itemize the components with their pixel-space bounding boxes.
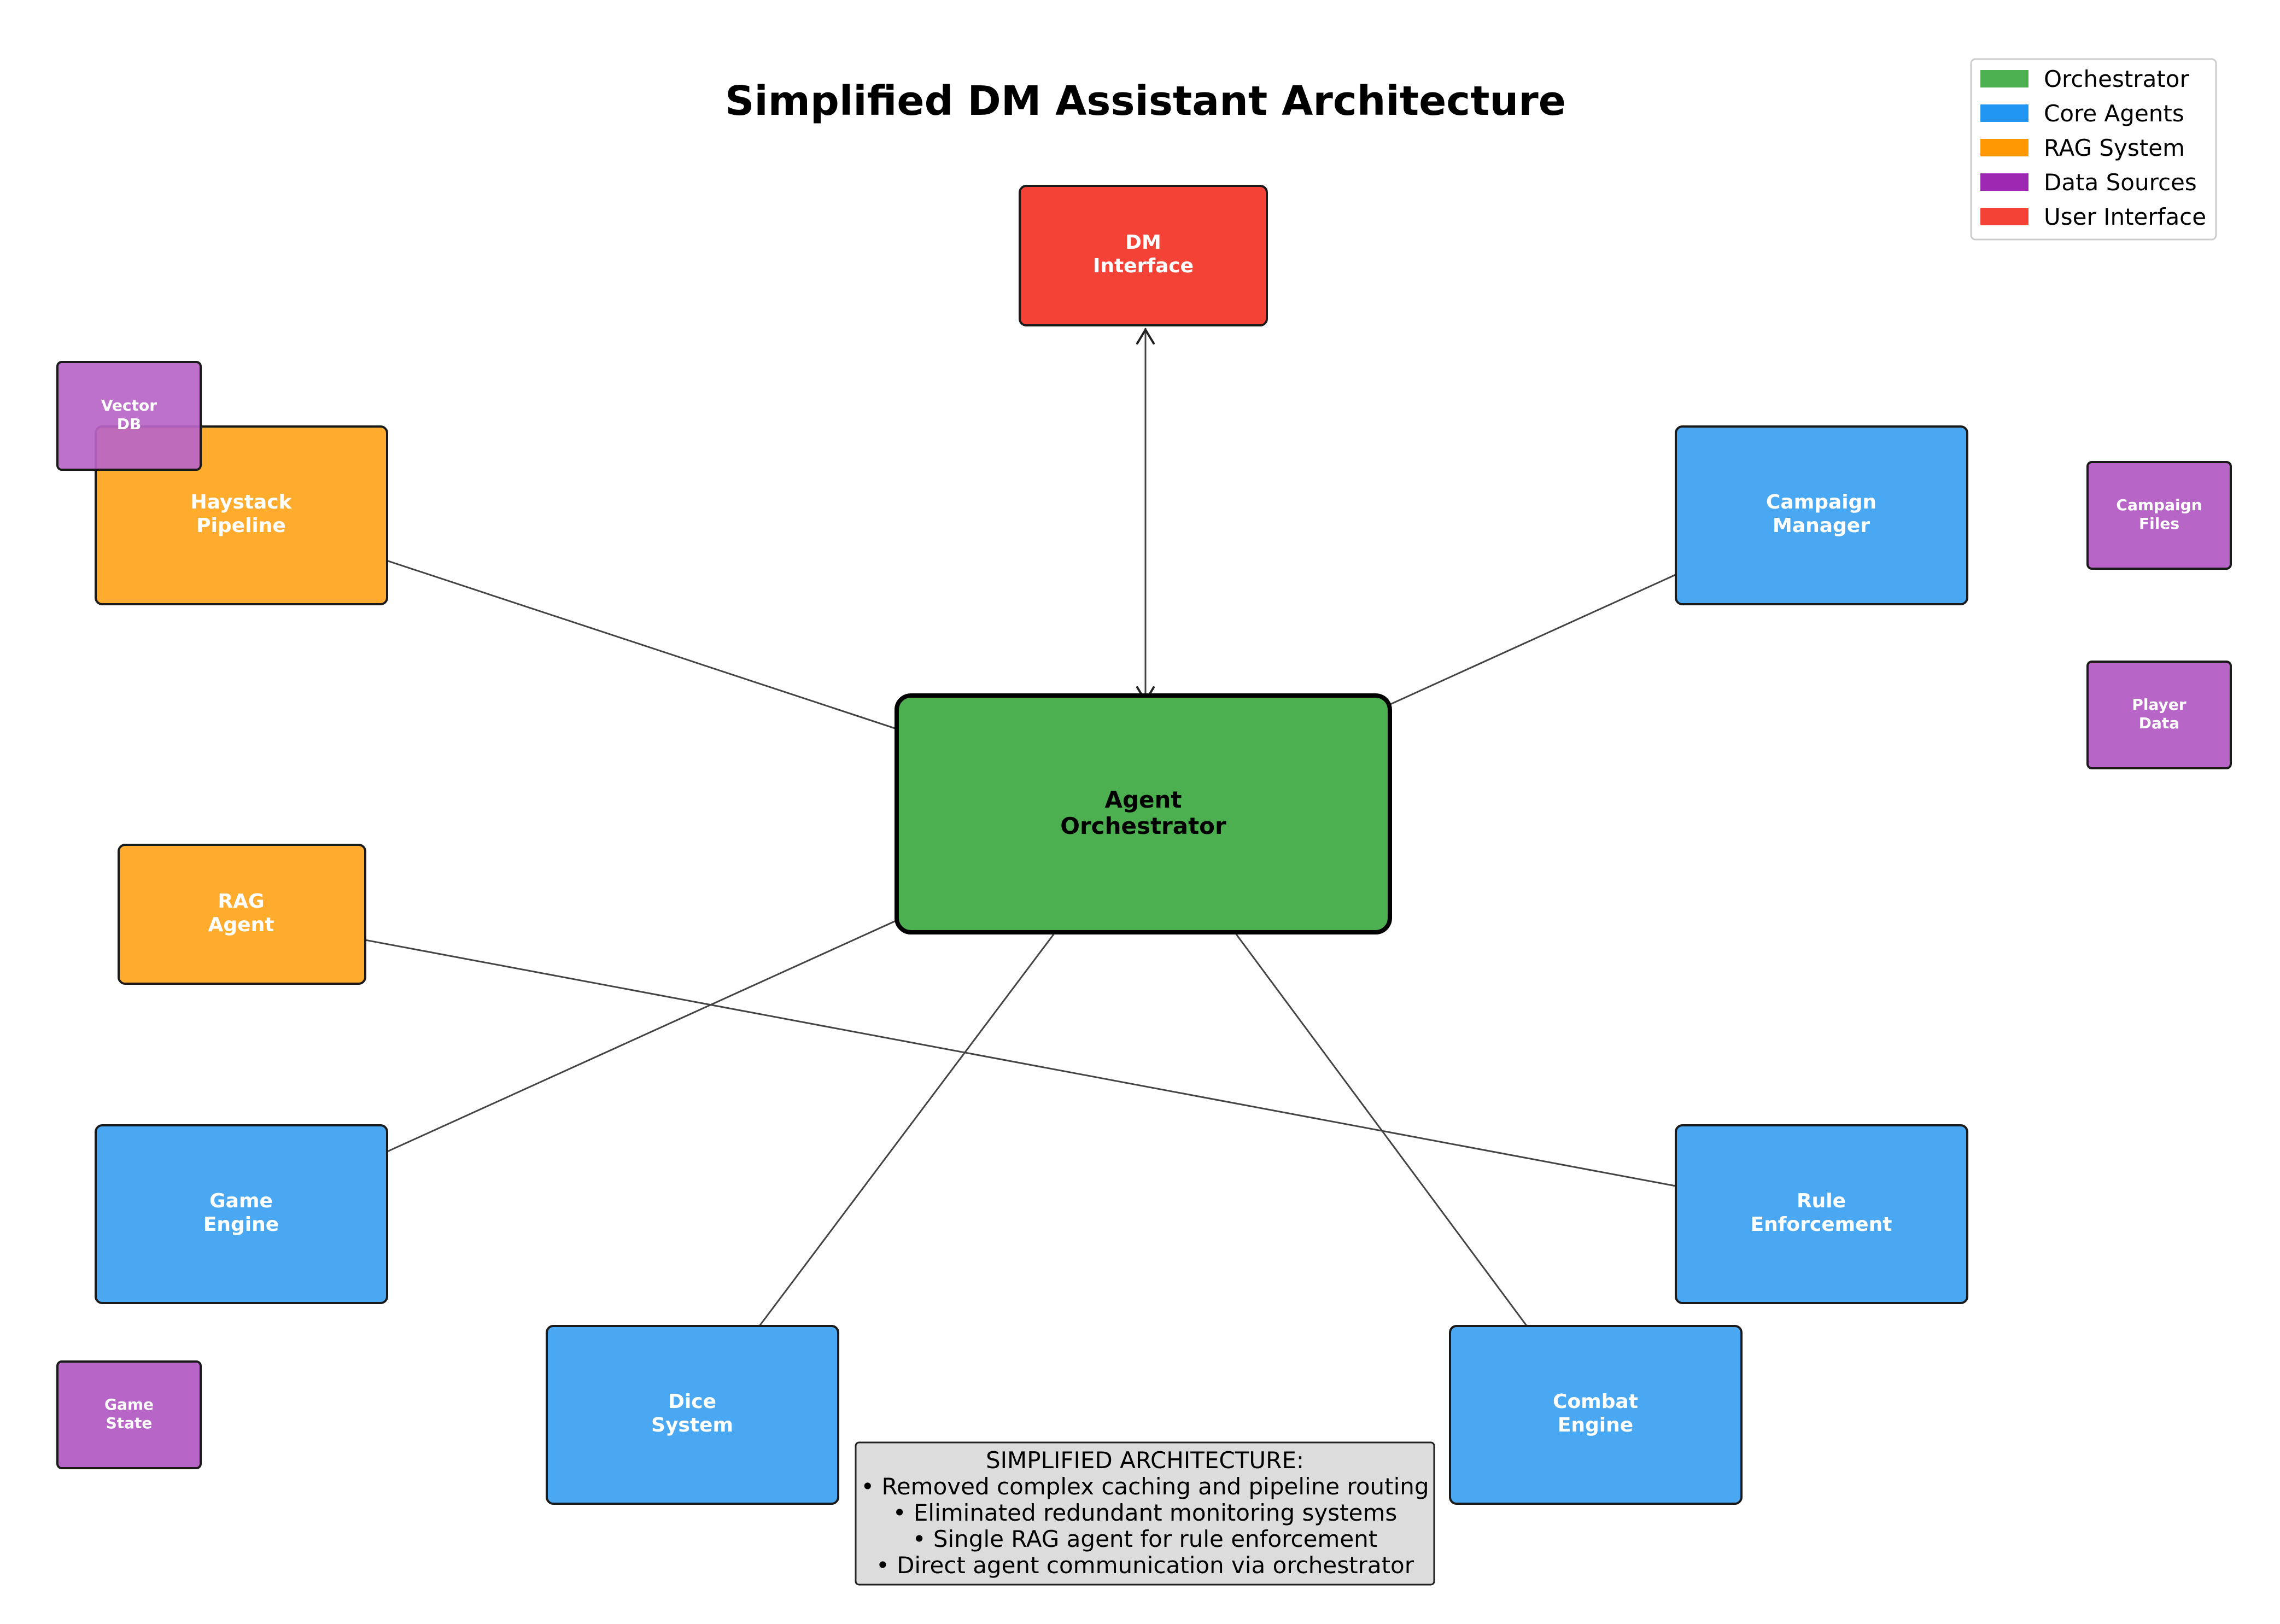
node-label-line: Orchestrator (1060, 813, 1226, 839)
node-label-line: Files (2139, 515, 2179, 533)
node-game-engine: Game Engine (95, 1124, 388, 1304)
legend-swatch (1980, 139, 2028, 156)
legend-label: User Interface (2044, 203, 2206, 230)
node-label-line: Player (2132, 696, 2186, 714)
node-label-line: Campaign (1766, 491, 1876, 513)
legend-swatch (1980, 173, 2028, 191)
node-player-data: Player Data (2086, 661, 2232, 769)
node-campaign-files: Campaign Files (2086, 461, 2232, 570)
node-agent-orchestrator: Agent Orchestrator (895, 693, 1392, 934)
legend-item-rag-system: RAG System (1980, 135, 2185, 161)
legend-label: RAG System (2044, 135, 2185, 161)
node-label-line: DB (117, 415, 142, 433)
legend-item-user-interface: User Interface (1980, 203, 2206, 230)
nodes: DM Interface Agent Orchestrator Haystack… (56, 185, 2232, 1505)
note-line: SIMPLIFIED ARCHITECTURE: (986, 1447, 1304, 1474)
legend-label: Data Sources (2044, 169, 2197, 196)
node-label-line: Game (209, 1190, 273, 1212)
node-label-line: Dice (668, 1391, 716, 1413)
edge-rag-agent-rule-enforcement (251, 918, 1810, 1212)
legend-label: Core Agents (2044, 100, 2184, 127)
node-label-line: Manager (1773, 515, 1870, 537)
legend-swatch (1980, 208, 2028, 225)
node-label-line: Haystack (191, 491, 293, 513)
node-label-line: Engine (1558, 1414, 1633, 1436)
legend-item-core-agents: Core Agents (1980, 100, 2184, 127)
node-label-line: State (106, 1414, 153, 1432)
node-rule-enforcement: Rule Enforcement (1675, 1124, 1968, 1304)
node-label-line: Engine (203, 1213, 279, 1236)
node-label-line: Pipeline (196, 515, 286, 537)
node-label-line: Agent (208, 914, 274, 936)
node-label-line: Game (104, 1395, 154, 1413)
legend-swatch (1980, 104, 2028, 122)
node-haystack-pipeline: Haystack Pipeline (95, 425, 388, 605)
architecture-note: SIMPLIFIED ARCHITECTURE: • Removed compl… (855, 1441, 1435, 1586)
node-dice-system: Dice System (546, 1325, 839, 1505)
node-label-line: Vector (101, 396, 157, 414)
note-line: • Eliminated redundant monitoring system… (893, 1499, 1398, 1526)
arrowhead-dm-interface (1136, 328, 1155, 344)
node-campaign-manager: Campaign Manager (1675, 425, 1968, 605)
diagram-title: Simplified DM Assistant Architecture (725, 78, 1566, 125)
legend-item-orchestrator: Orchestrator (1980, 66, 2189, 92)
legend-item-data-sources: Data Sources (1980, 169, 2197, 196)
node-label-line: Interface (1093, 255, 1194, 277)
node-label-line: DM (1125, 231, 1161, 254)
node-label-line: Enforcement (1751, 1213, 1892, 1236)
node-game-state: Game State (56, 1360, 202, 1469)
note-line: • Direct agent communication via orchest… (876, 1552, 1414, 1579)
legend-label: Orchestrator (2044, 66, 2189, 92)
legend: Orchestrator Core Agents RAG System Data… (1970, 58, 2217, 241)
node-dm-interface: DM Interface (1019, 185, 1268, 326)
node-label-line: RAG (218, 890, 264, 913)
node-label-line: Combat (1553, 1391, 1638, 1413)
node-label-line: Rule (1797, 1190, 1846, 1212)
note-line: • Removed complex caching and pipeline r… (861, 1473, 1429, 1500)
node-rag-agent: RAG Agent (118, 844, 366, 985)
node-label-line: Campaign (2116, 496, 2202, 514)
node-vector-db: Vector DB (56, 361, 202, 471)
node-label-line: Agent (1104, 786, 1182, 813)
node-label-line: Data (2139, 714, 2179, 732)
note-line: • Single RAG agent for rule enforcement (913, 1526, 1378, 1552)
node-combat-engine: Combat Engine (1449, 1325, 1743, 1505)
legend-swatch (1980, 70, 2028, 87)
node-label-line: System (651, 1414, 733, 1436)
